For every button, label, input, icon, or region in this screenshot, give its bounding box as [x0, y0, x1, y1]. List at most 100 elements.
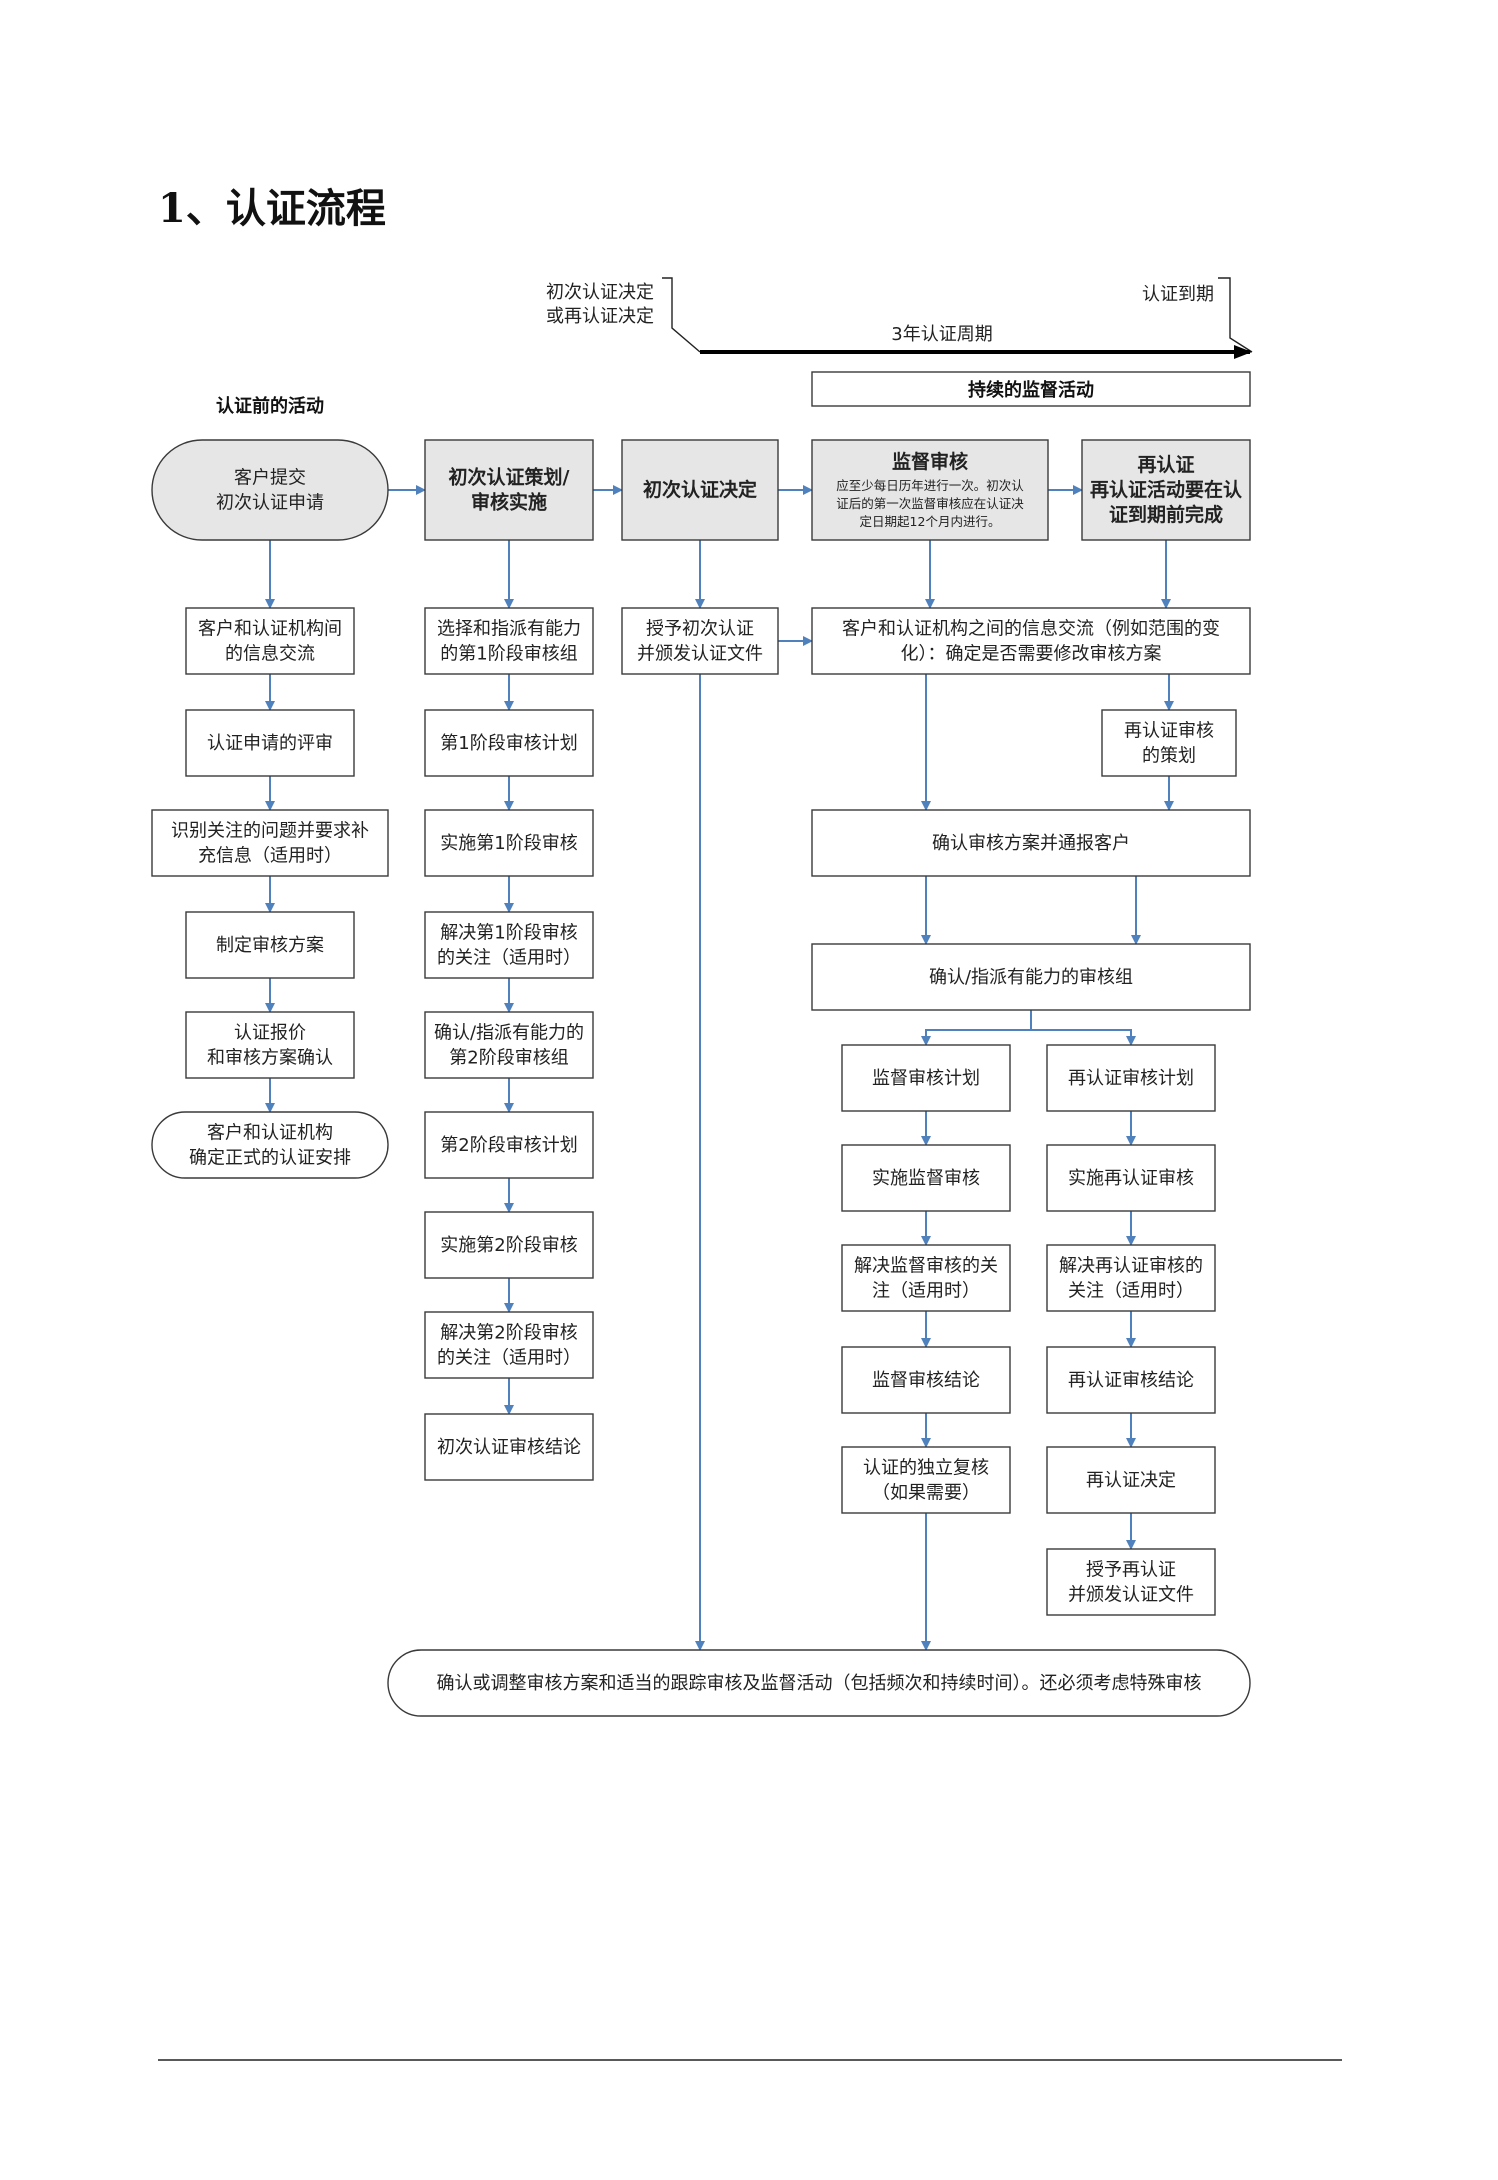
node-surv-plan: 监督审核计划: [841, 1044, 1011, 1112]
node-surveillance-audit-box: [811, 439, 1049, 541]
page-title: 1、认证流程: [158, 185, 386, 232]
node-stage1-plan-line-1: 第1阶段审核计划: [440, 733, 577, 754]
node-recert-planning-line-1: 再认证审核: [1124, 721, 1214, 742]
node-confirm-stage2-team-line-1: 确认/指派有能力的: [434, 1023, 584, 1044]
node-stage2-plan: 第2阶段审核计划: [424, 1111, 594, 1179]
node-surv-conclusion: 监督审核结论: [841, 1346, 1011, 1414]
node-info-exchange-1-line-2: 的信息交流: [225, 644, 315, 665]
node-initial-planning-box: [424, 439, 594, 541]
node-adjust-program-line-1: 确认或调整审核方案和适当的跟踪审核及监督活动（包括频次和持续时间）。还必须考虑特…: [437, 1673, 1202, 1694]
node-do-surv-line-1: 实施监督审核: [872, 1168, 980, 1189]
node-recertification-line-1: 再认证: [1137, 453, 1194, 476]
timeline-start-label-line2: 或再认证决定: [546, 306, 654, 327]
node-info-exchange-2-line-1: 客户和认证机构之间的信息交流（例如范围的变: [842, 619, 1220, 640]
node-recertification-line-2: 再认证活动要在认: [1090, 478, 1242, 501]
node-recert-plan-line-1: 再认证审核计划: [1068, 1068, 1194, 1089]
node-initial-conclusion: 初次认证审核结论: [424, 1413, 594, 1481]
edge-confirm-team-to-surv-plan: [921, 1010, 1032, 1046]
node-identify-concerns-box: [151, 809, 389, 877]
node-select-stage1-team-line-2: 的第1阶段审核组: [440, 644, 577, 665]
node-stage1-plan-box: [424, 709, 594, 777]
node-resolve-stage1-box: [424, 911, 594, 979]
node-formal-arrangement-line-2: 确定正式的认证安排: [189, 1148, 351, 1169]
node-recert-conclusion-line-1: 再认证审核结论: [1068, 1370, 1194, 1391]
node-initial-conclusion-line-1: 初次认证审核结论: [437, 1437, 581, 1458]
node-do-surv: 实施监督审核: [841, 1144, 1011, 1212]
node-recert-planning-line-2: 的策划: [1142, 746, 1196, 767]
node-application-review: 认证申请的评审: [185, 709, 355, 777]
node-do-recert: 实施再认证审核: [1046, 1144, 1216, 1212]
pre-activities-label: 认证前的活动: [216, 395, 324, 417]
node-recert-conclusion-box: [1046, 1346, 1216, 1414]
node-formal-arrangement-line-1: 客户和认证机构: [207, 1123, 333, 1144]
node-confirm-stage2-team-line-2: 第2阶段审核组: [449, 1048, 568, 1069]
node-grant-recert-line-2: 并颁发认证文件: [1068, 1585, 1194, 1606]
node-independent-review-line-1: 认证的独立复核: [863, 1458, 989, 1479]
node-initial-planning: 初次认证策划/审核实施: [424, 439, 594, 541]
node-resolve-stage1-line-2: 的关注（适用时）: [437, 948, 581, 969]
node-client-submit-line-2: 初次认证申请: [216, 493, 324, 514]
node-grant-initial-line-2: 并颁发认证文件: [637, 644, 763, 665]
node-confirm-program-box: [811, 809, 1251, 877]
edge-confirm-team-to-recert-plan: [1031, 1029, 1136, 1046]
node-initial-decision-line-1: 初次认证决定: [643, 478, 757, 501]
edges-layer: [265, 485, 1174, 1651]
node-recert-conclusion: 再认证审核结论: [1046, 1346, 1216, 1414]
node-info-exchange-2-box: [811, 607, 1251, 675]
node-do-recert-box: [1046, 1144, 1216, 1212]
node-make-program: 制定审核方案: [185, 911, 355, 979]
node-surv-plan-line-1: 监督审核计划: [872, 1068, 980, 1089]
node-recert-plan: 再认证审核计划: [1046, 1044, 1216, 1112]
timeline-end-label: 认证到期: [1142, 284, 1214, 305]
node-confirm-stage2-team-box: [424, 1011, 594, 1079]
node-do-stage1-box: [424, 809, 594, 877]
node-resolve-recert-box: [1046, 1244, 1216, 1312]
node-grant-recert-line-1: 授予再认证: [1086, 1560, 1176, 1581]
node-select-stage1-team-line-1: 选择和指派有能力: [437, 619, 581, 640]
node-resolve-surv-line-1: 解决监督审核的关: [854, 1256, 998, 1277]
node-surveillance-audit: 监督审核应至少每日历年进行一次。初次认证后的第一次监督审核应在认证决定日期起12…: [811, 439, 1049, 541]
node-confirm-team-box: [811, 943, 1251, 1011]
node-initial-conclusion-box: [424, 1413, 594, 1481]
nodes-layer: 客户提交初次认证申请客户和认证机构间的信息交流认证申请的评审识别关注的问题并要求…: [151, 439, 1251, 1717]
node-grant-recert-box: [1046, 1548, 1216, 1616]
node-quote-confirm-line-2: 和审核方案确认: [207, 1048, 333, 1069]
node-do-surv-box: [841, 1144, 1011, 1212]
node-info-exchange-2-line-2: 化）：确定是否需要修改审核方案: [901, 644, 1162, 665]
node-recert-planning-box: [1101, 709, 1237, 777]
node-independent-review-line-2: （如果需要）: [872, 1483, 980, 1504]
node-confirm-team: 确认/指派有能力的审核组: [811, 943, 1251, 1011]
node-confirm-program-line-1: 确认审核方案并通报客户: [932, 833, 1130, 854]
node-select-stage1-team-box: [424, 607, 594, 675]
node-confirm-team-line-1: 确认/指派有能力的审核组: [929, 967, 1133, 988]
node-initial-decision: 初次认证决定: [621, 439, 779, 541]
node-do-stage2: 实施第2阶段审核: [424, 1211, 594, 1279]
node-client-submit-line-1: 客户提交: [234, 468, 306, 489]
timeline-end-bracket: [1218, 277, 1253, 353]
node-grant-initial-line-1: 授予初次认证: [646, 619, 754, 640]
node-do-stage2-line-1: 实施第2阶段审核: [440, 1235, 577, 1256]
node-application-review-box: [185, 709, 355, 777]
node-surv-conclusion-line-1: 监督审核结论: [872, 1370, 980, 1391]
node-resolve-stage2-box: [424, 1311, 594, 1379]
node-recert-decision: 再认证决定: [1046, 1446, 1216, 1514]
node-surveillance-audit-line-2: 证后的第一次监督审核应在认证决: [836, 496, 1024, 511]
node-do-stage1-line-1: 实施第1阶段审核: [440, 833, 577, 854]
node-resolve-stage2-line-1: 解决第2阶段审核: [440, 1323, 577, 1344]
node-recertification-line-3: 证到期前完成: [1109, 503, 1223, 526]
node-initial-planning-line-1: 初次认证策划/: [449, 466, 570, 489]
node-stage2-plan-line-1: 第2阶段审核计划: [440, 1135, 577, 1156]
